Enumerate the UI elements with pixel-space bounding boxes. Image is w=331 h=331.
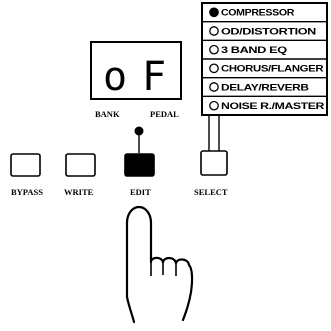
bypass-label: BYPASS [11, 187, 43, 197]
edit-button[interactable] [125, 154, 154, 176]
led-display: o F BANK PEDAL [91, 42, 181, 119]
effect-indicator [210, 27, 218, 35]
write-button[interactable] [66, 154, 95, 176]
effect-label: DELAY/REVERB [221, 81, 309, 92]
pedal-label: PEDAL [150, 109, 179, 119]
effect-indicator-lit [210, 8, 218, 16]
select-button[interactable] [201, 151, 227, 175]
effect-label: 3 BAND EQ [221, 44, 287, 55]
effect-label: COMPRESSOR [221, 7, 295, 18]
effect-item: COMPRESSOR [210, 7, 295, 18]
effect-indicator [210, 45, 218, 53]
edit-led [135, 127, 144, 154]
effect-indicator [210, 83, 218, 91]
effect-label: NOISE R./MASTER [221, 100, 325, 111]
effect-label: CHORUS/FLANGER [221, 63, 324, 74]
effect-list: COMPRESSOR OD/DISTORTION 3 BAND EQ CHORUS/F… [202, 3, 327, 115]
effect-indicator [210, 64, 218, 72]
edit-label: EDIT [130, 187, 151, 197]
bank-label: BANK [95, 109, 120, 119]
bypass-button[interactable] [11, 154, 40, 176]
write-label: WRITE [64, 187, 94, 197]
effect-label: OD/DISTORTION [221, 25, 317, 36]
pointing-hand-icon [127, 207, 192, 322]
display-digit-bank: o [103, 54, 127, 100]
effect-indicator [210, 101, 218, 109]
edit-led-indicator [135, 127, 144, 136]
select-connector [209, 115, 219, 151]
display-digit-pedal: F [142, 54, 166, 100]
select-label: SELECT [194, 187, 228, 197]
